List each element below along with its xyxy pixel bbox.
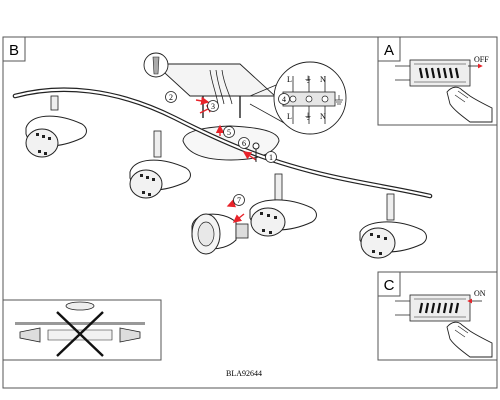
red-arrows <box>195 96 257 223</box>
wire-bundle <box>209 69 233 105</box>
switch-off-label: OFF <box>474 55 489 64</box>
switch-icon <box>395 294 471 322</box>
ground-icon <box>335 95 343 105</box>
step-number-7: 7 <box>237 196 241 205</box>
panel-b-letter-box <box>2 36 26 62</box>
step-marker-3 <box>207 100 219 112</box>
panel-b-frame <box>2 36 498 389</box>
step-number-5: 5 <box>227 128 231 137</box>
hand-icon <box>446 321 493 358</box>
spotlight <box>359 193 427 259</box>
switch-on-label: ON <box>474 289 486 298</box>
spotlight <box>25 95 87 158</box>
canopy-screw <box>252 142 260 162</box>
step-marker-1 <box>265 151 277 163</box>
step-marker-4 <box>278 93 290 105</box>
step-marker-7 <box>233 194 245 206</box>
step-marker-6 <box>238 137 250 149</box>
hand-icon <box>446 86 493 123</box>
terminal-label-bottom-ground: ⏚ <box>304 112 312 121</box>
step-marker-5 <box>223 126 235 138</box>
terminal-label-bottom-l: L <box>287 112 292 121</box>
spotlight <box>249 173 317 237</box>
cross-out-icon <box>56 311 104 357</box>
panel-c-letter-box <box>377 271 401 297</box>
panel-a-letter: A <box>384 42 394 59</box>
screw-icon <box>143 52 169 78</box>
terminal-label-top-l: L <box>287 75 292 84</box>
panel-b-letter: B <box>9 42 19 59</box>
step-number-3: 3 <box>211 102 215 111</box>
terminal-label-bottom-n: N <box>320 112 326 121</box>
panel-a-letter-box <box>377 36 401 62</box>
step-number-6: 6 <box>242 139 246 148</box>
terminal-label-top-ground: ⏚ <box>304 75 312 84</box>
panel-c-letter: C <box>384 277 395 294</box>
switch-icon <box>395 59 471 87</box>
terminal-label-top-n: N <box>320 75 326 84</box>
wire-callout-line <box>249 103 287 125</box>
step-marker-2 <box>165 91 177 103</box>
step-number-1: 1 <box>269 153 273 162</box>
curved-bar <box>12 87 433 199</box>
curved-bar-inner <box>13 88 432 198</box>
spotlight <box>129 130 191 199</box>
step-number-4: 4 <box>282 95 286 104</box>
model-code: BLA92644 <box>226 369 262 378</box>
step-number-2: 2 <box>169 93 173 102</box>
bulb-icon <box>191 213 249 255</box>
